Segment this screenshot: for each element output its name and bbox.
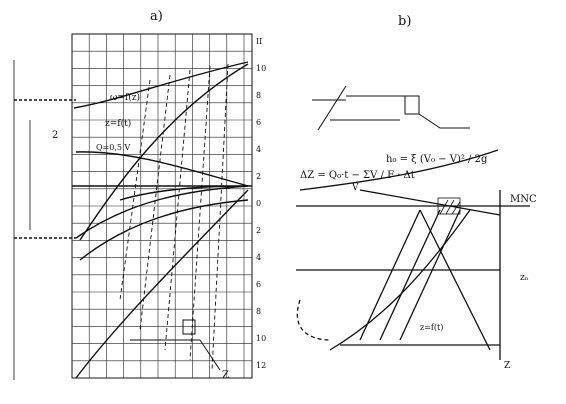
curve-top bbox=[299, 149, 499, 191]
curve-mid-1 bbox=[79, 199, 249, 261]
curve-lower bbox=[75, 185, 249, 239]
right-axis-tick-label: 4 bbox=[256, 253, 261, 262]
right-axis-tick-label: 10 bbox=[256, 334, 266, 343]
label-z-t-b: z=f(t) bbox=[420, 323, 443, 332]
line-diag-3 bbox=[399, 209, 461, 341]
panel-a-left-dimensions bbox=[13, 60, 31, 380]
right-axis-tick-label: 8 bbox=[256, 307, 261, 316]
curve-z-t-b bbox=[329, 209, 471, 351]
panel-a-label: a) bbox=[150, 9, 163, 24]
label-q-eq: Q=0,5 V bbox=[96, 143, 131, 152]
right-axis-tick-label: 12 bbox=[256, 361, 266, 370]
curve-upper bbox=[75, 151, 249, 187]
right-axis-tick-label: 8 bbox=[256, 91, 261, 100]
curve-z-t bbox=[79, 63, 249, 241]
panel-a-dashed-chords bbox=[119, 63, 229, 371]
line-long-diag bbox=[419, 209, 491, 351]
equation-right: h₀ = ξ (V₀ − V)² / 2g bbox=[386, 154, 488, 165]
label-z-t: z=f(t) bbox=[105, 118, 131, 129]
right-axis-tick-label: 6 bbox=[256, 280, 261, 289]
panel-a-bottom-label: Z bbox=[222, 370, 229, 381]
label-upper: 2 bbox=[52, 130, 58, 141]
panel-a-curves bbox=[14, 61, 252, 379]
panel-a-inset-sketch bbox=[130, 319, 221, 371]
curve-bottom bbox=[75, 189, 249, 379]
line-diag-2 bbox=[379, 209, 441, 341]
right-axis-tick-label: 0 bbox=[256, 199, 261, 208]
right-axis-tick-label: 2 bbox=[256, 226, 261, 235]
panel-b-hatch bbox=[437, 197, 461, 215]
right-axis-tick-label: 10 bbox=[256, 64, 266, 73]
right-axis-tick-label: II bbox=[256, 37, 262, 46]
curve-dashed-circle bbox=[296, 299, 331, 341]
panel-b-label: b) bbox=[398, 14, 411, 29]
curve-omega-z bbox=[73, 61, 249, 109]
label-v: V bbox=[351, 183, 359, 193]
label-omega-z: ω=f(z) bbox=[110, 92, 140, 103]
line-diag-1 bbox=[359, 209, 421, 341]
right-axis-tick-label: 4 bbox=[256, 145, 261, 154]
panel-b-inset-sketch bbox=[312, 85, 470, 131]
equation-main: ΔZ = Q₀·t − ΣV / F · Δt bbox=[300, 170, 415, 181]
label-axis-z: Z bbox=[504, 361, 510, 371]
label-mnc: MNC bbox=[510, 194, 537, 205]
panel-a-right-axis: II 10 8 6 4 2 0 2 4 6 8 10 12 bbox=[256, 37, 266, 370]
right-axis-tick-label: 2 bbox=[256, 172, 261, 181]
line-falling-1 bbox=[359, 189, 501, 216]
panel-b-construction bbox=[296, 149, 530, 360]
label-zn: zₙ bbox=[520, 273, 529, 283]
right-axis-tick-label: 6 bbox=[256, 118, 261, 127]
